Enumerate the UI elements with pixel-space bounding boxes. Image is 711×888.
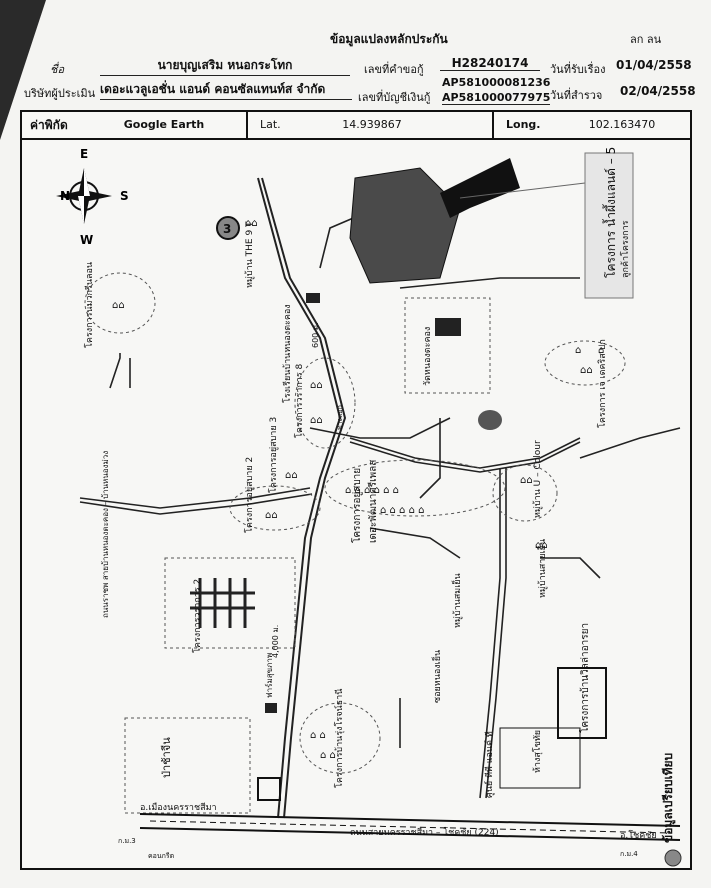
svg-text:⌂⌂: ⌂⌂ [310, 415, 323, 426]
compass-e: E [80, 147, 88, 161]
label-school: โรงเรียนบ้านหนองตะคอง [282, 304, 293, 403]
label-villa: โครงการบ้านวิลล่าอารยา [578, 623, 591, 733]
top-strip: ข้อมูลแปลงหลักประกัน [330, 32, 448, 46]
label-to-korat: อ.เมืองนครราชสีมา [140, 802, 217, 813]
project-callout: โครงการ น้ำผึ้งแลนด์ – 5 [602, 147, 618, 278]
label-proj8: โครงการวราการ 8 [294, 363, 305, 438]
label-temple: วัดหนองตะคอง [423, 327, 433, 386]
label-nongsri: ซอยหนองเย็น [430, 650, 443, 703]
label-lake2: เดอะพัฒนาศรีเพลส [367, 460, 379, 543]
label-farm: ฟาร์มสุขภาพ [264, 653, 274, 698]
label-km3: ก.ม.3 [118, 837, 136, 845]
label-proj3: โครงการอยู่สบาย 3 [268, 417, 279, 493]
label-road-left: ถนนราชพ สายบ้านหนองตะคอง – บ้านหนองม่วง [101, 451, 110, 618]
label-info: ข้อมูลเปรียบเทียบ [661, 753, 676, 843]
lat-value: 14.939867 [342, 118, 402, 131]
label-to-chok: อ.โชคชัย [620, 830, 657, 841]
label-varakarn2: โครงการวราการ 2 [192, 579, 203, 653]
label-proj2a: โครงการอยู่สบาย 2 [244, 457, 255, 533]
label-dist-4000: 4,000 ม. [271, 625, 280, 658]
label-bridge: คอนกรีต [148, 852, 175, 860]
marker-number: 3 [223, 222, 231, 236]
lat-label: Lat. [260, 118, 281, 131]
label-hill: ทางแยก [336, 405, 344, 430]
svg-text:⌂⌂: ⌂⌂ [310, 380, 323, 391]
coordinate-row: ค่าพิกัด Google Earth Lat. 14.939867 Lon… [22, 112, 690, 140]
label-the9: หมู่บ้าน THE 9 T [244, 221, 255, 288]
label-main-road: ถนนสายนครราชสีมา – โชคชัย (224) [350, 827, 499, 838]
account-no-1: AP581000081236 [442, 76, 551, 89]
label-rinda: โครงการนมวกรีนลอน [84, 262, 95, 348]
company-name: เดอะแวลูเอชั่น แอนด์ คอนซัลแทนท์ส จำกัด [100, 80, 352, 100]
account-label: เลขที่บัญชีเงินกู้ [358, 91, 431, 104]
svg-text:⌂⌂: ⌂⌂ [112, 300, 125, 311]
svg-text:⌂⌂: ⌂⌂ [285, 470, 298, 481]
label-rungroj: โครงการบ้านรุ่งโรจน์ธานี [333, 689, 345, 788]
account-no-2: AP581000077975 [442, 91, 551, 105]
svg-text:⌂ ⌂: ⌂ ⌂ [310, 730, 326, 741]
compass-w: W [80, 233, 93, 247]
compass-rose [56, 168, 112, 224]
svg-text:⌂ ⌂ ⌂ ⌂ ⌂ ⌂: ⌂ ⌂ ⌂ ⌂ ⌂ ⌂ [345, 485, 399, 496]
compass-n: N [60, 189, 70, 203]
svg-text:⌂ ⌂ ⌂ ⌂ ⌂: ⌂ ⌂ ⌂ ⌂ ⌂ [380, 505, 424, 516]
label-somyen: หมู่บ้านสมเย็น [450, 573, 463, 628]
received-date: 01/04/2558 [616, 58, 692, 72]
company-label: บริษัทผู้ประเมิน [24, 87, 96, 100]
received-label: วันที่รับเรื่อง [550, 63, 606, 76]
survey-label: วันที่สำรวจ [550, 89, 603, 102]
label-km4: ก.ม.4 [620, 850, 638, 858]
request-no: H28240174 [440, 56, 540, 71]
svg-text:⌂⌂: ⌂⌂ [520, 475, 533, 486]
survey-date: 02/04/2558 [620, 84, 696, 98]
label-lake: โครงการอยู่สบาย [350, 468, 363, 543]
long-label: Long. [506, 118, 541, 131]
request-no-label: เลขที่คำขอกู้ [364, 63, 424, 76]
coord-source: Google Earth [123, 118, 205, 131]
svg-text:⌂⌂: ⌂⌂ [535, 540, 548, 551]
top-right-strip: ลก ลน [630, 33, 662, 46]
svg-text:⌂⌂: ⌂⌂ [245, 218, 258, 229]
name-prefix: ชื่อ [50, 63, 65, 76]
svg-text:⌂⌂: ⌂⌂ [580, 365, 593, 376]
label-saiyen: หมู่บ้านสายเย็น [535, 539, 548, 598]
label-pachaeen: ป่าช้าจีน [160, 737, 173, 778]
label-vc: โครงการ เจ เดคริส ปก [597, 339, 608, 428]
long-value: 102.163470 [588, 118, 656, 131]
svg-text:⌂: ⌂ [598, 345, 604, 356]
label-market: ห้างสุโขทัย [532, 730, 543, 773]
svg-text:⌂ ⌂: ⌂ ⌂ [320, 750, 336, 761]
label-central: ศูนย์ ทีพี แอนด์ ที [483, 731, 495, 798]
label-ucolour: หมู่บ้าน U – Colour [532, 440, 543, 518]
label-dist-600: 600 ม. [311, 322, 320, 348]
coord-label: ค่าพิกัด [30, 118, 68, 132]
compass-s: S [120, 189, 129, 203]
project-callout-sub: ลูกค้าโครงการ [620, 220, 631, 278]
svg-text:⌂⌂: ⌂⌂ [265, 510, 278, 521]
svg-text:⌂: ⌂ [575, 345, 581, 356]
location-map: ⌂⌂ ⌂⌂ ⌂⌂ ⌂⌂ ⌂ ⌂ ⌂ ⌂ ⌂ ⌂ ⌂ ⌂ ⌂ ⌂ ⌂ ⌂⌂ ⌂⌂ … [56, 147, 682, 867]
applicant-name: นายบุญเสริม หนอกระโทก [100, 56, 350, 76]
